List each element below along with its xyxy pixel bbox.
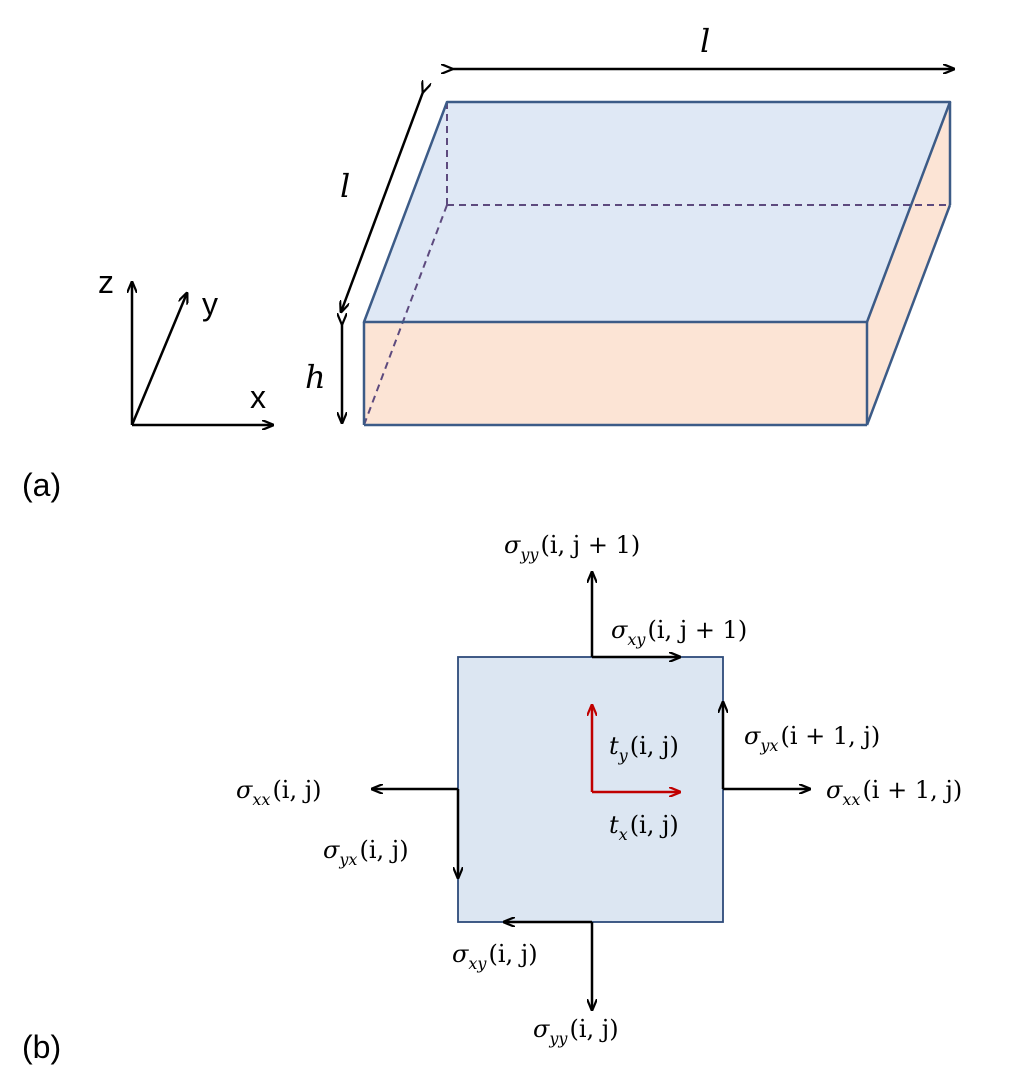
grid-cell [457, 656, 724, 923]
tx-label: tx(i, j) [609, 811, 679, 844]
panel-b-label: (b) [22, 1029, 61, 1065]
syy-top-label: σyy(i, j + 1) [504, 531, 640, 564]
stress-arrows [372, 572, 810, 1010]
z-axis-label: z [98, 264, 114, 300]
x-axis-label: x [250, 379, 266, 415]
y-axis-arrow [130, 293, 187, 426]
sxy-bottom-label: σxy(i, j) [452, 940, 538, 973]
sxx-left-label: σxx(i, j) [236, 776, 322, 809]
ty-label: ty(i, j) [609, 732, 679, 765]
panel-a-label: (a) [22, 467, 61, 503]
side-length-arrow [341, 92, 423, 312]
slab-front-face [364, 322, 867, 425]
slab-right-face [867, 102, 950, 425]
slab-hidden-edges [363, 102, 950, 426]
coordinate-axes [132, 282, 273, 425]
slab-top-face [364, 102, 950, 322]
height-label: h [305, 358, 326, 396]
sxy-top-label: σxy(i, j + 1) [611, 616, 747, 649]
traction-arrows [592, 705, 680, 792]
syx-right-label: σyx(i + 1, j) [744, 722, 880, 755]
slab [362, 100, 952, 427]
panel-b: σyy(i, j + 1) σxy(i, j + 1) σyx(i + 1, j… [22, 531, 962, 1065]
syx-left-label: σyx(i, j) [323, 836, 409, 869]
sxx-right-label: σxx(i + 1, j) [826, 776, 962, 809]
y-axis-label: y [202, 286, 218, 322]
top-length-label: l [700, 22, 710, 60]
syy-bottom-label: σyy(i, j) [533, 1015, 619, 1048]
dimension-arrows [341, 69, 954, 423]
panel-a: x z y [22, 22, 954, 503]
side-length-label: l [340, 167, 350, 205]
